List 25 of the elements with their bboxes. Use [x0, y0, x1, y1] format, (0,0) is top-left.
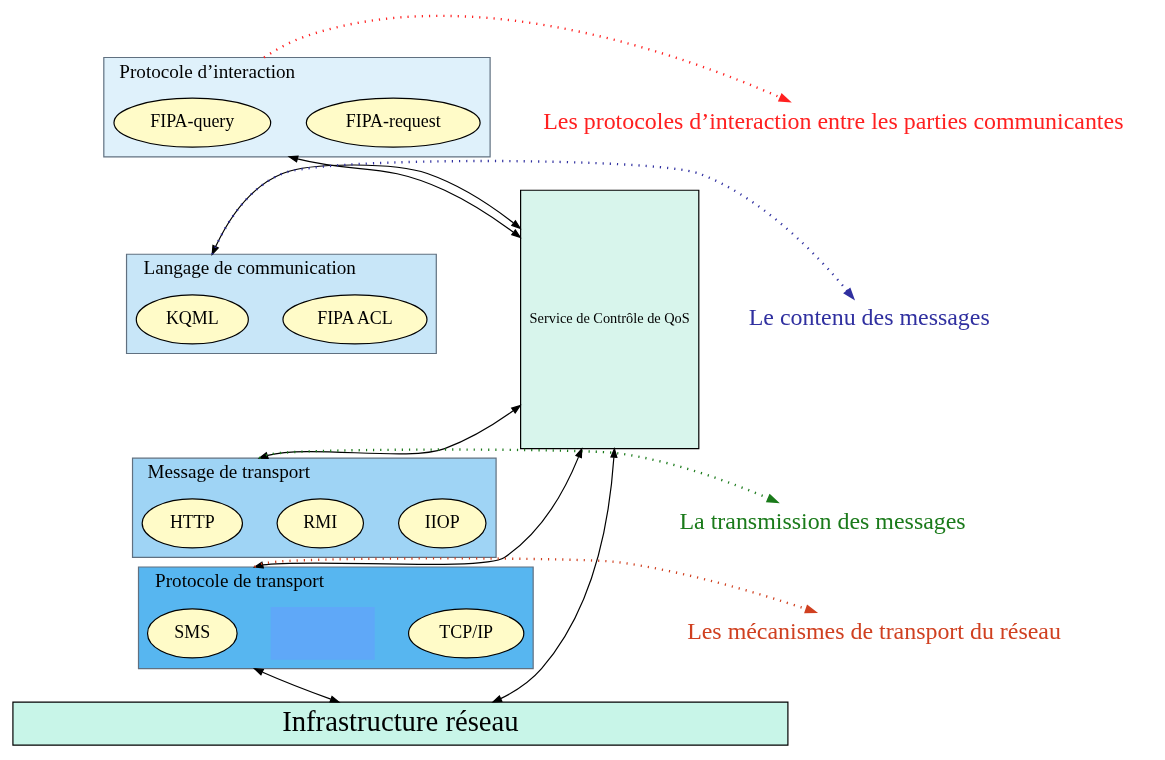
node-text: Les protocoles d’interaction entre les parties communicantes: [543, 107, 1124, 134]
node-ellipse: SMS: [146, 607, 238, 658]
arrow: [257, 404, 522, 459]
node-ellipse: FIPA ACL: [282, 293, 428, 345]
node-ellipse: RMI: [276, 497, 365, 548]
node-ellipse: IIOP: [397, 497, 487, 548]
arrow: [211, 163, 522, 256]
node-box: Infrastructure réseau: [12, 701, 789, 746]
node-ellipse: FIPA-query: [113, 97, 272, 148]
arrow: [252, 446, 583, 568]
arrow: [211, 159, 856, 301]
node-ellipse: HTTP: [141, 497, 244, 548]
arrow: [253, 556, 819, 613]
node-ellipse: KQML: [135, 293, 249, 345]
arrow: [287, 154, 522, 238]
node-text: La transmission des messages: [679, 507, 966, 534]
arrow: [258, 447, 780, 503]
arrow: [252, 667, 341, 703]
node-box: Service de Contrôle de QoS: [520, 189, 700, 449]
node-ellipse: FIPA-request: [305, 97, 481, 148]
node-text: Les mécanismes de transport du réseau: [687, 617, 1061, 644]
node-text: Le contenu des messages: [748, 303, 990, 330]
arrow: [491, 446, 618, 703]
node-ellipse: TCP/IP: [407, 607, 525, 658]
arrow: [263, 14, 792, 103]
